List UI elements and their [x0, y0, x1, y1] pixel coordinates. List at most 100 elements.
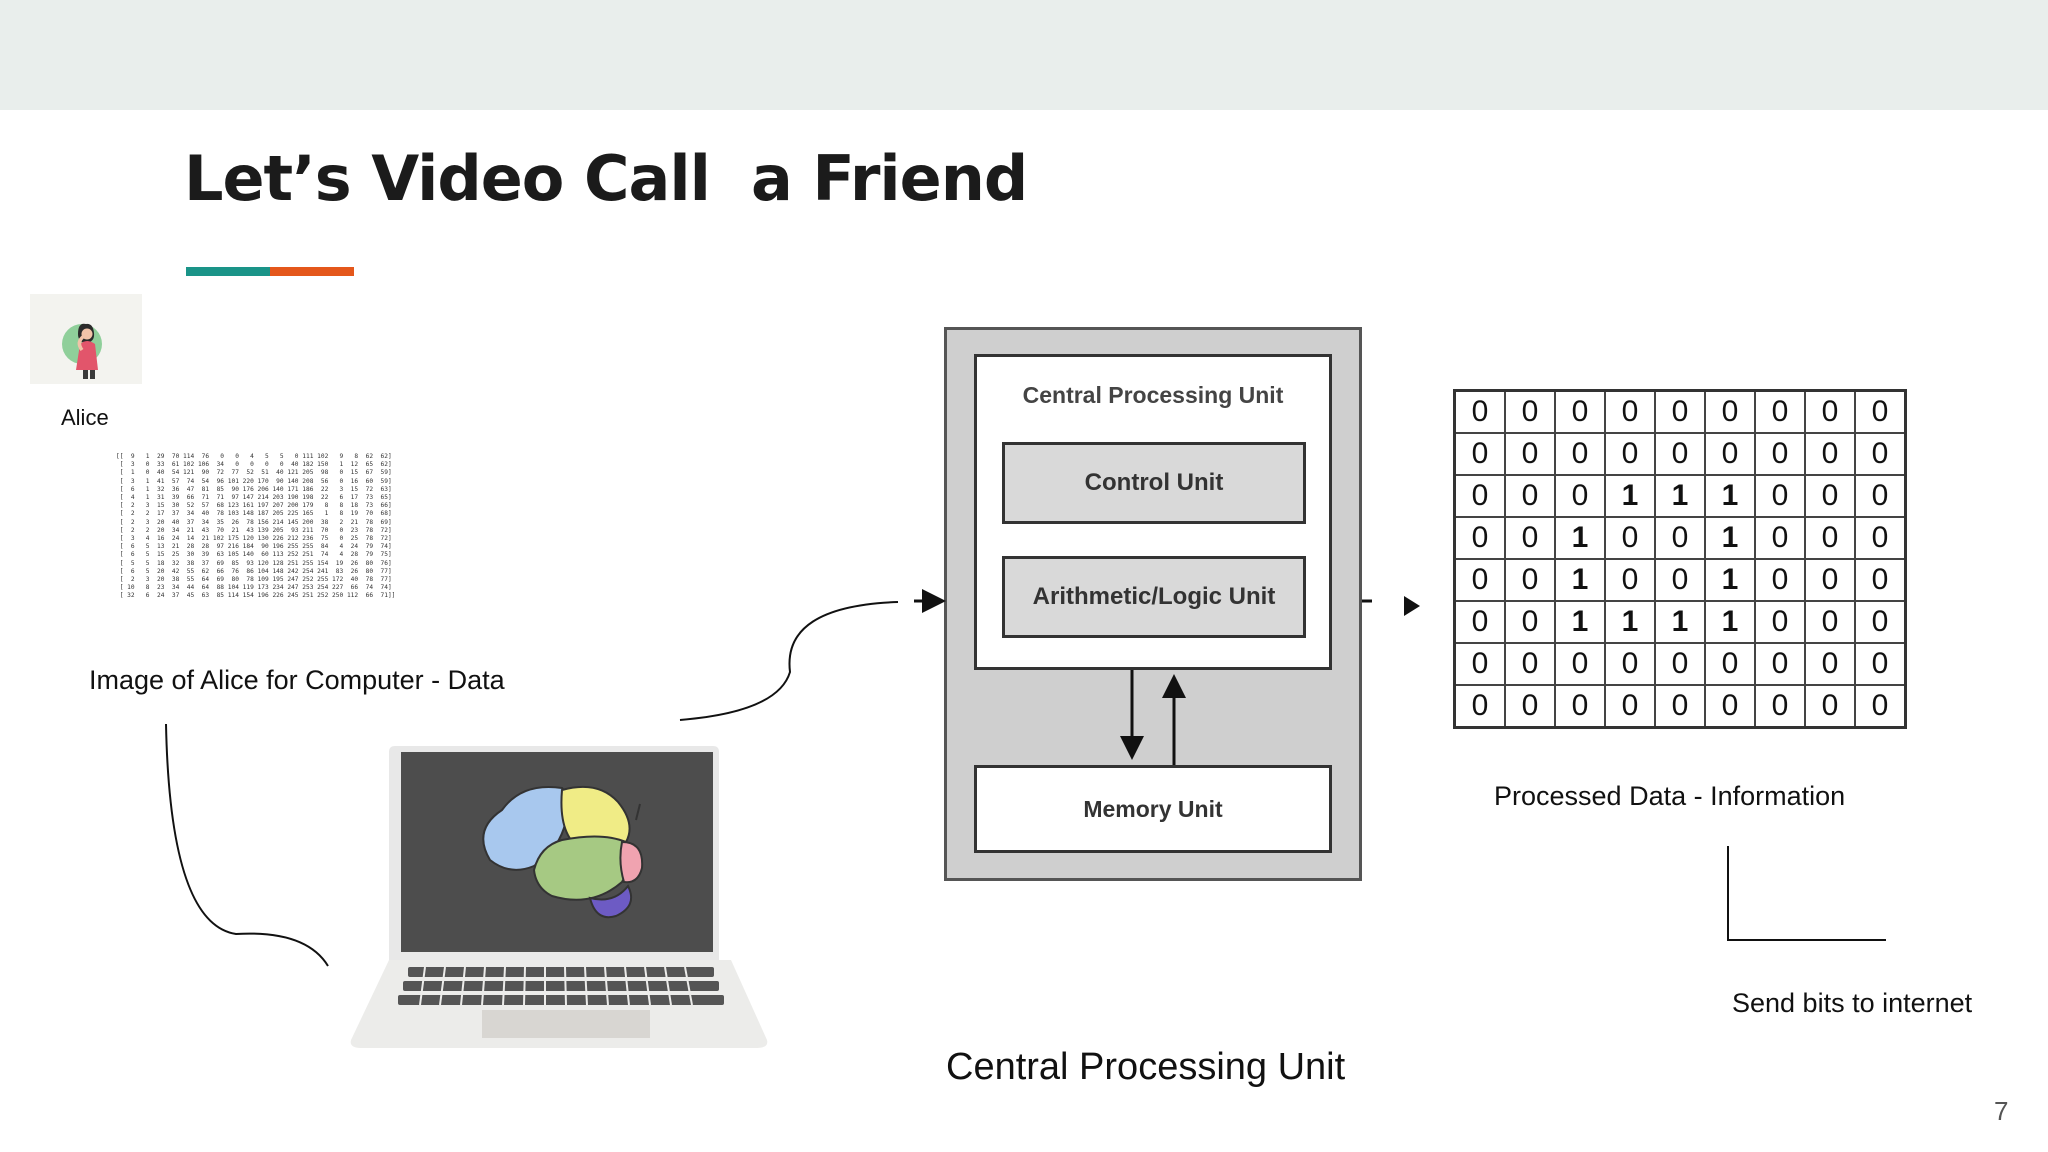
- bit-cell: 0: [1704, 642, 1756, 686]
- bit-cell: 0: [1453, 516, 1506, 560]
- bit-cell: 0: [1654, 642, 1706, 686]
- bit-cell: 0: [1654, 389, 1706, 434]
- bit-cell: 0: [1854, 389, 1907, 434]
- bit-cell: 0: [1504, 600, 1556, 644]
- bit-cell: 0: [1654, 432, 1706, 476]
- bit-cell: 0: [1754, 516, 1806, 560]
- bit-cell: 0: [1854, 558, 1907, 602]
- bit-cell: 1: [1704, 516, 1756, 560]
- send-bits-label: Send bits to internet: [1732, 988, 1973, 1018]
- bit-cell: 0: [1554, 474, 1606, 518]
- connector-to-send-bits: [1727, 846, 1886, 941]
- bit-cell: 0: [1804, 600, 1856, 644]
- alice-pixel-matrix: [[ 9 1 29 70 114 76 0 0 4 5 5 0 111 102 …: [116, 453, 396, 600]
- bit-cell: 0: [1804, 432, 1856, 476]
- bit-cell: 0: [1704, 389, 1756, 434]
- bit-cell: 0: [1804, 558, 1856, 602]
- bit-cell: 0: [1453, 432, 1506, 476]
- bit-cell: 1: [1704, 558, 1756, 602]
- bit-cell: 0: [1854, 516, 1907, 560]
- title-accent-teal: [186, 267, 270, 276]
- bit-cell: 1: [1654, 600, 1706, 644]
- control-unit-box: Control Unit: [1002, 442, 1306, 524]
- bit-cell: 0: [1604, 558, 1656, 602]
- bit-cell: 0: [1604, 516, 1656, 560]
- bit-cell: 0: [1554, 684, 1606, 729]
- top-banner: [0, 0, 2048, 110]
- bit-cell: 1: [1704, 600, 1756, 644]
- bit-cell: 0: [1504, 432, 1556, 476]
- bit-cell: 0: [1854, 642, 1907, 686]
- bit-cell: 0: [1654, 516, 1706, 560]
- connector-caption-to-laptop: [165, 723, 329, 967]
- bit-cell: 0: [1554, 642, 1606, 686]
- processed-data-caption: Processed Data - Information: [1494, 781, 1846, 811]
- bit-cell: 0: [1754, 684, 1806, 729]
- woman-avatar-icon: [30, 294, 142, 384]
- bit-cell: 0: [1604, 432, 1656, 476]
- bit-cell: 0: [1504, 389, 1556, 434]
- bit-cell: 0: [1504, 516, 1556, 560]
- bit-cell: 0: [1453, 474, 1506, 518]
- alu-box: Arithmetic/Logic Unit: [1002, 556, 1306, 638]
- bit-cell: 0: [1654, 558, 1706, 602]
- bit-cell: 1: [1554, 600, 1606, 644]
- bit-cell: 0: [1654, 684, 1706, 729]
- alice-image-caption: Image of Alice for Computer - Data: [89, 665, 505, 695]
- bit-cell: 0: [1453, 642, 1506, 686]
- bit-cell: 1: [1604, 474, 1656, 518]
- bit-cell: 0: [1804, 684, 1856, 729]
- bit-cell: 0: [1854, 600, 1907, 644]
- bit-cell: 0: [1453, 600, 1506, 644]
- bit-cell: 0: [1453, 558, 1506, 602]
- bit-cell: 0: [1504, 642, 1556, 686]
- bit-cell: 0: [1804, 389, 1856, 434]
- bit-cell: 0: [1504, 558, 1556, 602]
- bit-cell: 0: [1754, 389, 1806, 434]
- bit-cell: 0: [1453, 389, 1506, 434]
- bit-cell: 0: [1854, 432, 1907, 476]
- bit-cell: 1: [1554, 516, 1606, 560]
- bit-cell: 0: [1854, 474, 1907, 518]
- bit-cell: 0: [1704, 432, 1756, 476]
- page-number: 7: [1994, 1096, 2009, 1126]
- cpu-caption: Central Processing Unit: [946, 1046, 1346, 1088]
- bit-cell: 0: [1704, 684, 1756, 729]
- bit-cell: 0: [1554, 432, 1606, 476]
- bit-cell: 1: [1704, 474, 1756, 518]
- bit-cell: 1: [1604, 600, 1656, 644]
- bit-cell: 0: [1804, 642, 1856, 686]
- bit-cell: 0: [1754, 558, 1806, 602]
- bit-cell: 0: [1604, 684, 1656, 729]
- bit-cell: 0: [1604, 642, 1656, 686]
- bit-cell: 0: [1754, 474, 1806, 518]
- bit-cell: 0: [1804, 474, 1856, 518]
- bit-cell: 1: [1654, 474, 1706, 518]
- bit-cell: 0: [1804, 516, 1856, 560]
- alice-label: Alice: [61, 405, 109, 430]
- bit-cell: 0: [1854, 684, 1907, 729]
- arrow-to-bits-grid: [1404, 596, 1420, 616]
- slide-title: Let’s Video Call a Friend: [184, 142, 1028, 215]
- bit-cell: 0: [1754, 600, 1806, 644]
- cpu-diagram-title: Central Processing Unit: [1022, 382, 1284, 408]
- bit-cell: 0: [1754, 432, 1806, 476]
- memory-unit-box: Memory Unit: [974, 765, 1332, 853]
- bit-cell: 0: [1504, 684, 1556, 729]
- bit-cell: 1: [1554, 558, 1606, 602]
- bit-cell: 0: [1754, 642, 1806, 686]
- connector-data-to-cpu: [679, 601, 899, 721]
- bit-cell: 0: [1504, 474, 1556, 518]
- bit-cell: 0: [1453, 684, 1506, 729]
- title-accent-orange: [270, 267, 354, 276]
- bit-cell: 0: [1554, 389, 1606, 434]
- bit-cell: 0: [1604, 389, 1656, 434]
